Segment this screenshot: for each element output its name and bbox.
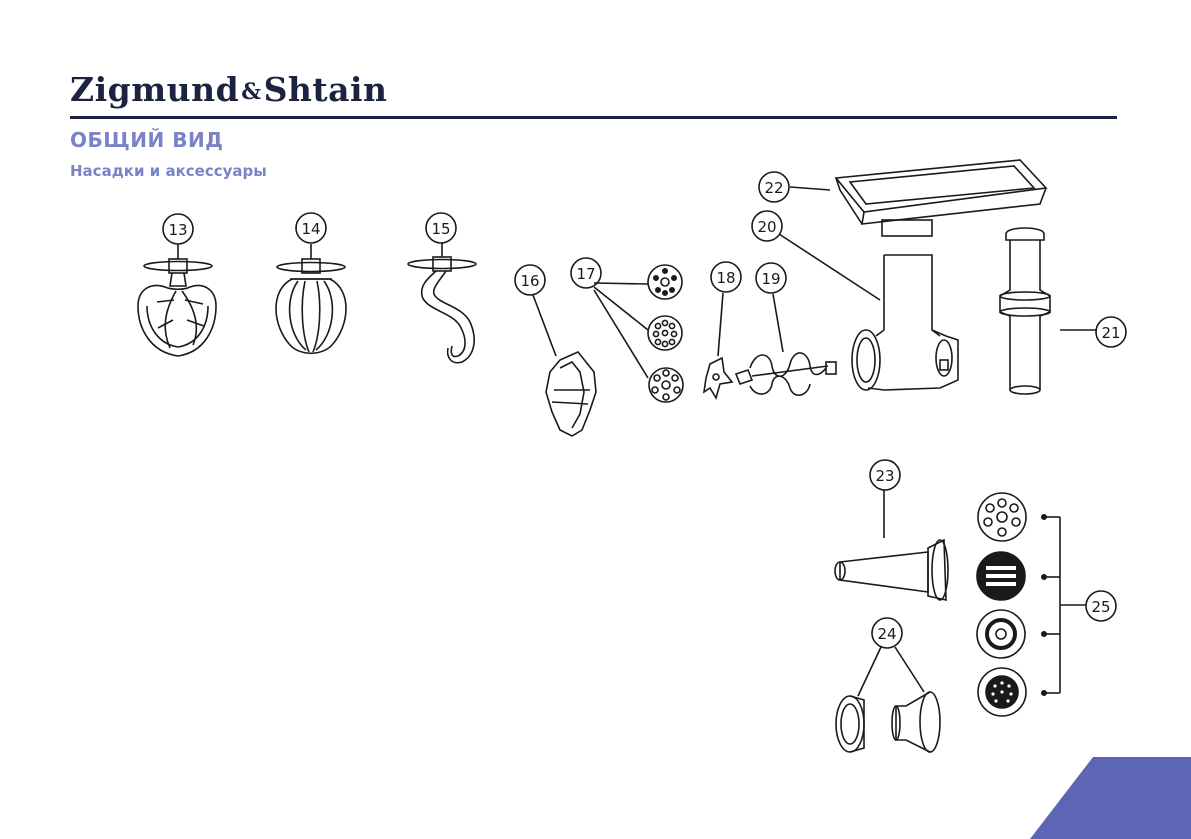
callout-19: 19 <box>756 263 786 293</box>
part-14-whisk <box>276 244 346 353</box>
callout-19-label: 19 <box>761 270 780 288</box>
callout-22: 21 <box>1096 317 1126 347</box>
part-25-extra-plates <box>977 493 1086 716</box>
callout-13-label: 13 <box>168 221 187 239</box>
callout-16-label: 16 <box>520 272 539 290</box>
callout-13: 13 <box>163 214 193 244</box>
part-19-auger <box>736 294 836 395</box>
callout-15: 15 <box>426 213 456 243</box>
part-21-tray <box>790 160 1046 236</box>
part-13-flat-beater <box>138 244 216 356</box>
callout-15-label: 15 <box>431 220 450 238</box>
callout-21-label: 22 <box>764 179 783 197</box>
callout-20: 20 <box>752 211 782 241</box>
callout-25-label: 25 <box>1091 598 1110 616</box>
part-20-grinder-body <box>779 234 958 390</box>
part-17-cutting-plates <box>594 265 683 402</box>
callout-22-label: 21 <box>1101 324 1120 342</box>
callout-14-label: 14 <box>301 220 320 238</box>
callout-18-label: 18 <box>716 269 735 287</box>
callout-17: 17 <box>571 258 601 288</box>
callout-20-label: 20 <box>757 218 776 236</box>
callout-17-label: 17 <box>576 265 595 283</box>
callout-23: 23 <box>870 460 900 490</box>
part-18-knife <box>704 293 732 398</box>
callout-18: 18 <box>711 262 741 292</box>
callout-25: 25 <box>1086 591 1116 621</box>
part-24-kebbe-attachment <box>836 647 940 752</box>
callout-24-label: 24 <box>877 625 896 643</box>
callout-16: 16 <box>515 265 545 295</box>
part-23-sausage-tube <box>835 490 948 600</box>
callout-14: 14 <box>296 213 326 243</box>
callout-24: 24 <box>872 618 902 648</box>
part-15-dough-hook <box>408 243 476 363</box>
callout-21: 22 <box>759 172 789 202</box>
callout-23-label: 23 <box>875 467 894 485</box>
part-22-pusher <box>1000 228 1096 394</box>
part-16-ring-nut <box>533 295 596 436</box>
